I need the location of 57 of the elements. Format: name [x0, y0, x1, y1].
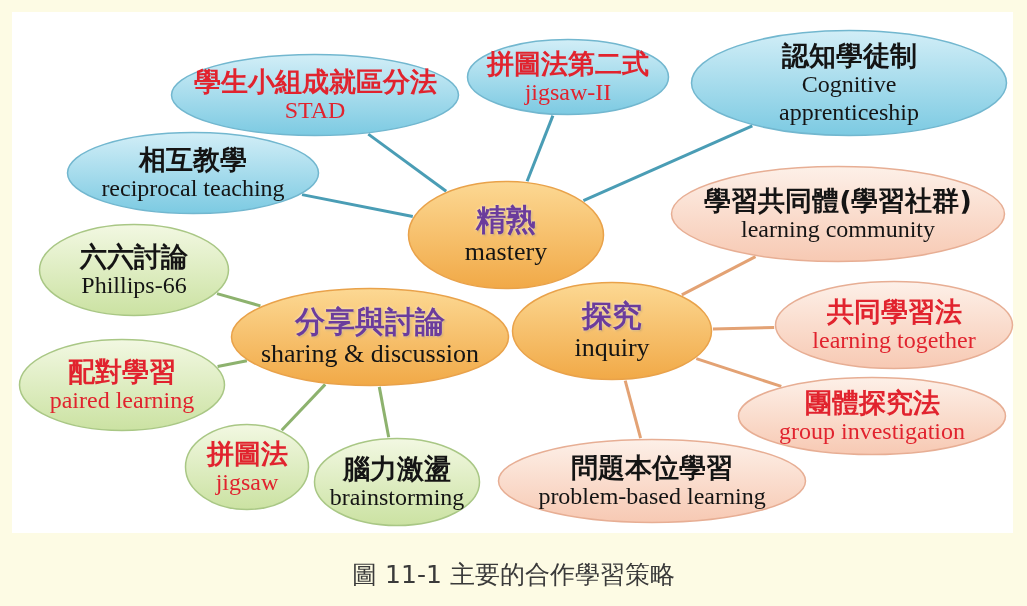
- english-label: learning together: [812, 326, 976, 355]
- strategy-ellipse: [38, 223, 230, 317]
- chinese-label: 學習共同體(學習社群): [704, 184, 972, 216]
- connector-line: [623, 380, 643, 439]
- connector-line: [377, 386, 391, 438]
- hub-ellipse: [407, 180, 605, 290]
- chinese-label: 拼圖法: [206, 437, 288, 469]
- english-label: mastery: [464, 237, 548, 268]
- english-label: reciprocal teaching: [101, 174, 285, 203]
- hub-ellipse: [511, 281, 713, 381]
- chinese-label: 六六討論: [80, 240, 188, 272]
- connector-line: [367, 132, 448, 193]
- strategy-ellipse: [737, 376, 1007, 456]
- chinese-label: 精熟: [476, 202, 536, 238]
- strategy-ellipse: [313, 437, 481, 527]
- chinese-label: 配對學習: [68, 355, 176, 387]
- english-label: jigsaw: [215, 468, 279, 497]
- chinese-label: 學生小組成就區分法: [193, 65, 437, 97]
- chinese-label: 共同學習法: [826, 295, 962, 327]
- strategy-ellipse: [670, 165, 1006, 263]
- connector-line: [582, 124, 753, 203]
- english-label: problem-based learning: [538, 482, 766, 511]
- english-label: paired learning: [49, 386, 195, 415]
- connector-line: [280, 383, 327, 432]
- english-label: Phillips-66: [81, 271, 187, 300]
- chinese-label: 相互教學: [139, 143, 247, 175]
- hub-ellipse: [230, 287, 510, 387]
- english-label: jigsaw-II: [524, 78, 612, 107]
- chinese-label: 腦力激盪: [343, 452, 451, 484]
- chinese-label: 分享與討論: [295, 304, 445, 340]
- connector-line: [216, 292, 261, 308]
- chinese-label: 團體探究法: [804, 386, 940, 418]
- chinese-label: 探究: [582, 298, 642, 334]
- english-label: sharing & discussion: [260, 339, 480, 370]
- connector-line: [681, 255, 757, 297]
- strategy-ellipse: [774, 280, 1014, 370]
- connector-line: [712, 326, 775, 331]
- strategy-ellipse: [170, 53, 460, 137]
- strategy-ellipse: [18, 338, 226, 432]
- strategy-ellipse: [466, 38, 670, 116]
- strategy-ellipse: [184, 423, 310, 511]
- connector-line: [301, 193, 414, 218]
- english-label: brainstorming: [329, 483, 465, 512]
- english-label: learning community: [741, 215, 935, 244]
- chinese-label: 認知學徒制: [781, 39, 917, 71]
- chinese-label: 問題本位學習: [571, 451, 733, 483]
- english-label: group investigation: [779, 417, 965, 446]
- strategy-ellipse: [690, 29, 1008, 137]
- english-label: inquiry: [574, 333, 650, 364]
- english-label: Cognitive apprenticeship: [778, 70, 920, 127]
- figure-caption: 圖 11-1 主要的合作學習策略: [352, 560, 675, 589]
- connector-line: [217, 359, 248, 368]
- strategy-ellipse: [66, 131, 320, 215]
- chinese-label: 拼圖法第二式: [487, 47, 649, 79]
- connector-line: [695, 357, 782, 388]
- english-label: STAD: [284, 96, 346, 125]
- connector-line: [525, 115, 555, 182]
